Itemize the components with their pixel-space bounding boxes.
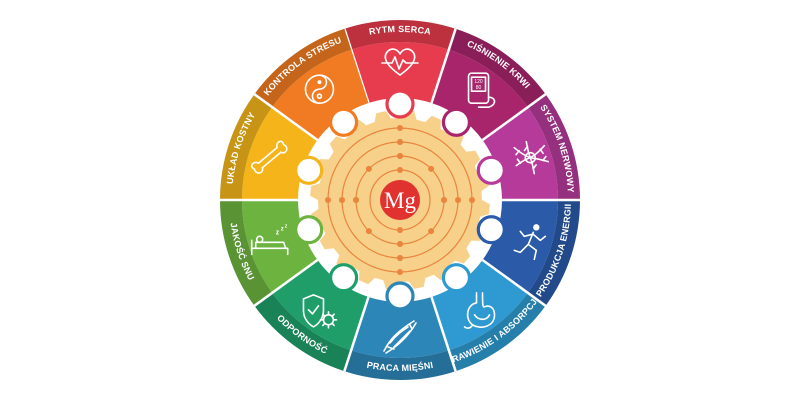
segment-wedge [351,297,449,359]
segment-label-band [254,292,352,372]
electron [397,125,403,131]
yin-yang-icon [304,74,335,104]
magnesium-nucleus [380,180,420,220]
element-symbol: Mg [384,188,416,213]
gear-connectors [294,89,506,311]
bone-icon [250,140,288,174]
segment-label: RYTM SERCA [368,24,432,37]
segment-label-band [220,200,273,306]
electron [397,255,403,261]
segment-divider [481,258,547,307]
electron [441,197,447,203]
segment-label: PRACA MIĘŚNI [366,360,434,373]
segment-connector [441,107,472,137]
segment-label-band [344,20,456,50]
segment-label-band [448,28,546,108]
segment-connector [385,281,415,311]
segment-divider [253,93,319,142]
segment-connector [476,155,506,185]
segment-connector [294,215,324,245]
segment-shield-virus: ODPORNOŚĆ [254,259,370,372]
segment-label-band [344,350,456,380]
electron [365,165,372,172]
segment-divider [343,296,370,372]
electron [397,269,403,275]
running-person-icon [513,224,547,261]
electron [455,197,461,203]
segment-heart-rate: RYTM SERCA [343,20,456,104]
electron [397,241,403,247]
neuron-icon [513,140,550,175]
electron [397,139,403,145]
segment-divider [430,296,457,372]
electron [469,197,475,203]
svg-text:80: 80 [476,85,482,91]
segment-muscle: PRACA MIĘŚNI [344,296,457,380]
segment-label-band [448,292,546,372]
center-gear: Mg [294,89,506,311]
segment-connector [441,263,472,293]
segment-wedge [351,42,449,103]
shield-virus-icon [302,294,338,329]
svg-text:z: z [281,226,284,232]
electron [428,165,435,172]
stomach-icon [463,292,496,329]
heart-rate-icon [381,48,419,76]
electron [428,228,435,235]
svg-text:120: 120 [474,79,483,85]
segment-connector [385,89,415,119]
segment-label-band [254,28,352,108]
segment-wedge [431,259,528,351]
atom-orbits [325,125,475,275]
segment-label-band [527,200,580,306]
electron [339,197,345,203]
segment-wedge [272,259,369,351]
electron [353,197,359,203]
segment-bone: UKŁAD KOSTNY [220,94,318,202]
electron [397,153,403,159]
electron [365,228,372,235]
segment-divider [481,93,547,142]
electron [397,167,403,173]
segment-connector [294,155,324,185]
svg-text:z: z [285,223,288,229]
segment-wedge [431,49,528,141]
segment-connector [328,263,359,293]
segment-connector [476,215,506,245]
electron [325,197,331,203]
muscle-icon [383,320,417,354]
svg-text:z: z [276,229,280,236]
electron [397,227,403,233]
segment-divider [253,258,319,307]
segment-label-band [220,94,273,200]
segment-connector [328,107,359,137]
segment-divider [430,28,457,104]
segment-label-band [527,94,580,200]
